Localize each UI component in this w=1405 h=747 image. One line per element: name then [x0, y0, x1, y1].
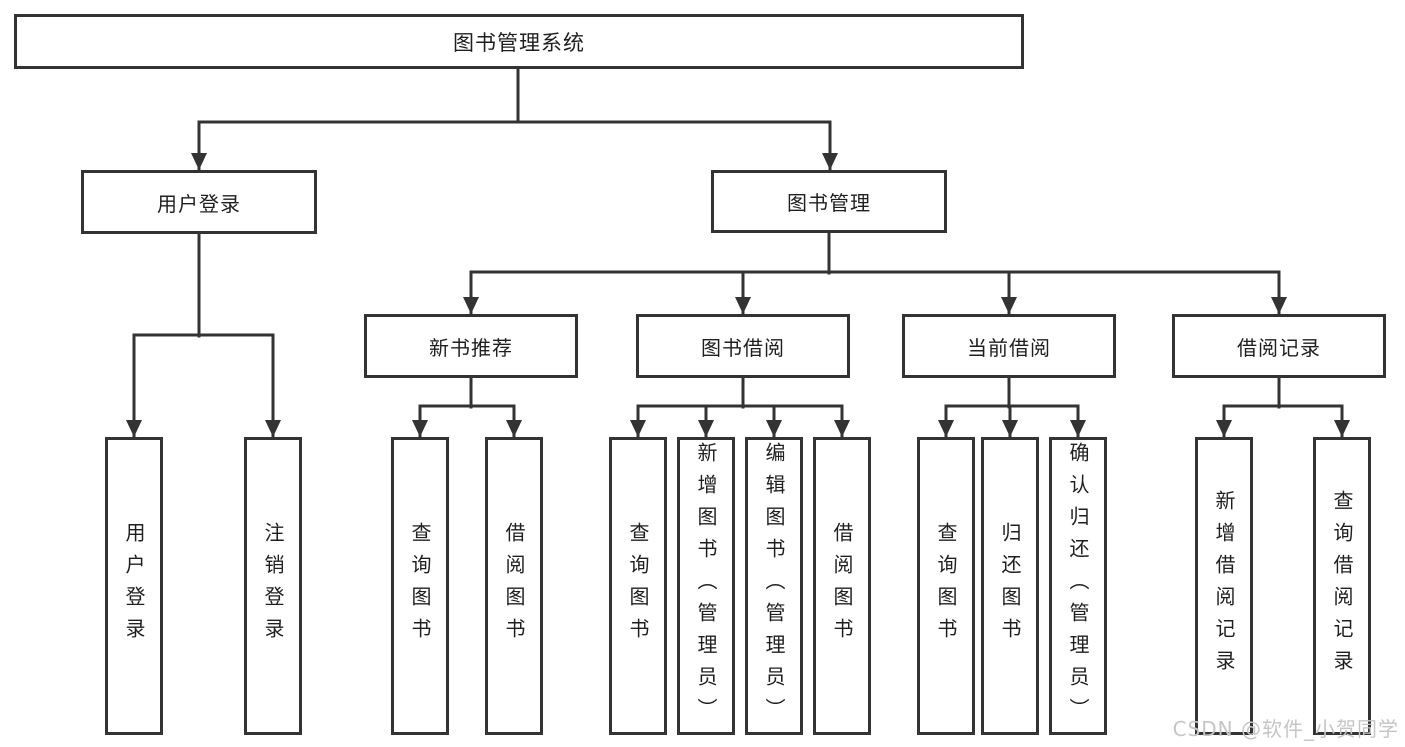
leaf-confirm-return-admin: 确认归还（管理员）	[1049, 437, 1107, 735]
borrowing-records-connectors	[1216, 376, 1350, 439]
leaf-logout-label: 注销登录	[261, 522, 285, 650]
node-current-borrowing: 当前借阅	[902, 314, 1116, 378]
node-new-books: 新书推荐	[364, 314, 578, 378]
leaf-return-books: 归还图书	[981, 437, 1039, 735]
root-to-level2-connectors	[191, 67, 838, 172]
node-book-management: 图书管理	[711, 170, 947, 233]
leaf-return-books-label: 归还图书	[998, 522, 1022, 650]
leaf-borrow-books-borrowing: 借阅图书	[813, 437, 871, 735]
leaf-confirm-return-admin-label: 确认归还（管理员）	[1066, 442, 1090, 730]
book-management-connectors	[463, 231, 1287, 316]
leaf-query-books-newbooks: 查询图书	[391, 437, 449, 735]
book-borrowing-connectors	[630, 376, 850, 439]
leaf-query-borrow-record-label: 查询借阅记录	[1330, 490, 1354, 682]
leaf-logout: 注销登录	[244, 437, 302, 735]
user-login-connectors	[126, 232, 281, 439]
leaf-borrow-books-newbooks-label: 借阅图书	[502, 522, 526, 650]
leaf-query-books-newbooks-label: 查询图书	[408, 522, 432, 650]
leaf-edit-books-admin-label: 编辑图书（管理员）	[762, 442, 786, 730]
leaf-add-borrow-record-label: 新增借阅记录	[1212, 490, 1236, 682]
leaf-edit-books-admin: 编辑图书（管理员）	[745, 437, 803, 735]
new-books-connectors	[412, 376, 522, 439]
leaf-borrow-books-newbooks: 借阅图书	[485, 437, 543, 735]
leaf-borrow-books-borrowing-label: 借阅图书	[830, 522, 854, 650]
leaf-query-books-current: 查询图书	[917, 437, 975, 735]
leaf-query-borrow-record: 查询借阅记录	[1313, 437, 1371, 735]
node-borrowing-records: 借阅记录	[1172, 314, 1386, 378]
watermark: CSDN @软件_小贺同学	[1172, 717, 1399, 741]
leaf-query-books-current-label: 查询图书	[934, 522, 958, 650]
leaf-add-books-admin-label: 新增图书（管理员）	[694, 442, 718, 730]
node-book-borrowing: 图书借阅	[636, 314, 850, 378]
leaf-add-books-admin: 新增图书（管理员）	[677, 437, 735, 735]
node-user-login: 用户登录	[81, 170, 317, 234]
node-root: 图书管理系统	[14, 14, 1024, 69]
leaf-user-login-label: 用户登录	[122, 522, 146, 650]
leaf-add-borrow-record: 新增借阅记录	[1195, 437, 1253, 735]
leaf-user-login: 用户登录	[105, 437, 163, 735]
current-borrowing-connectors	[938, 376, 1086, 439]
leaf-query-books-borrowing: 查询图书	[609, 437, 667, 735]
leaf-query-books-borrowing-label: 查询图书	[626, 522, 650, 650]
